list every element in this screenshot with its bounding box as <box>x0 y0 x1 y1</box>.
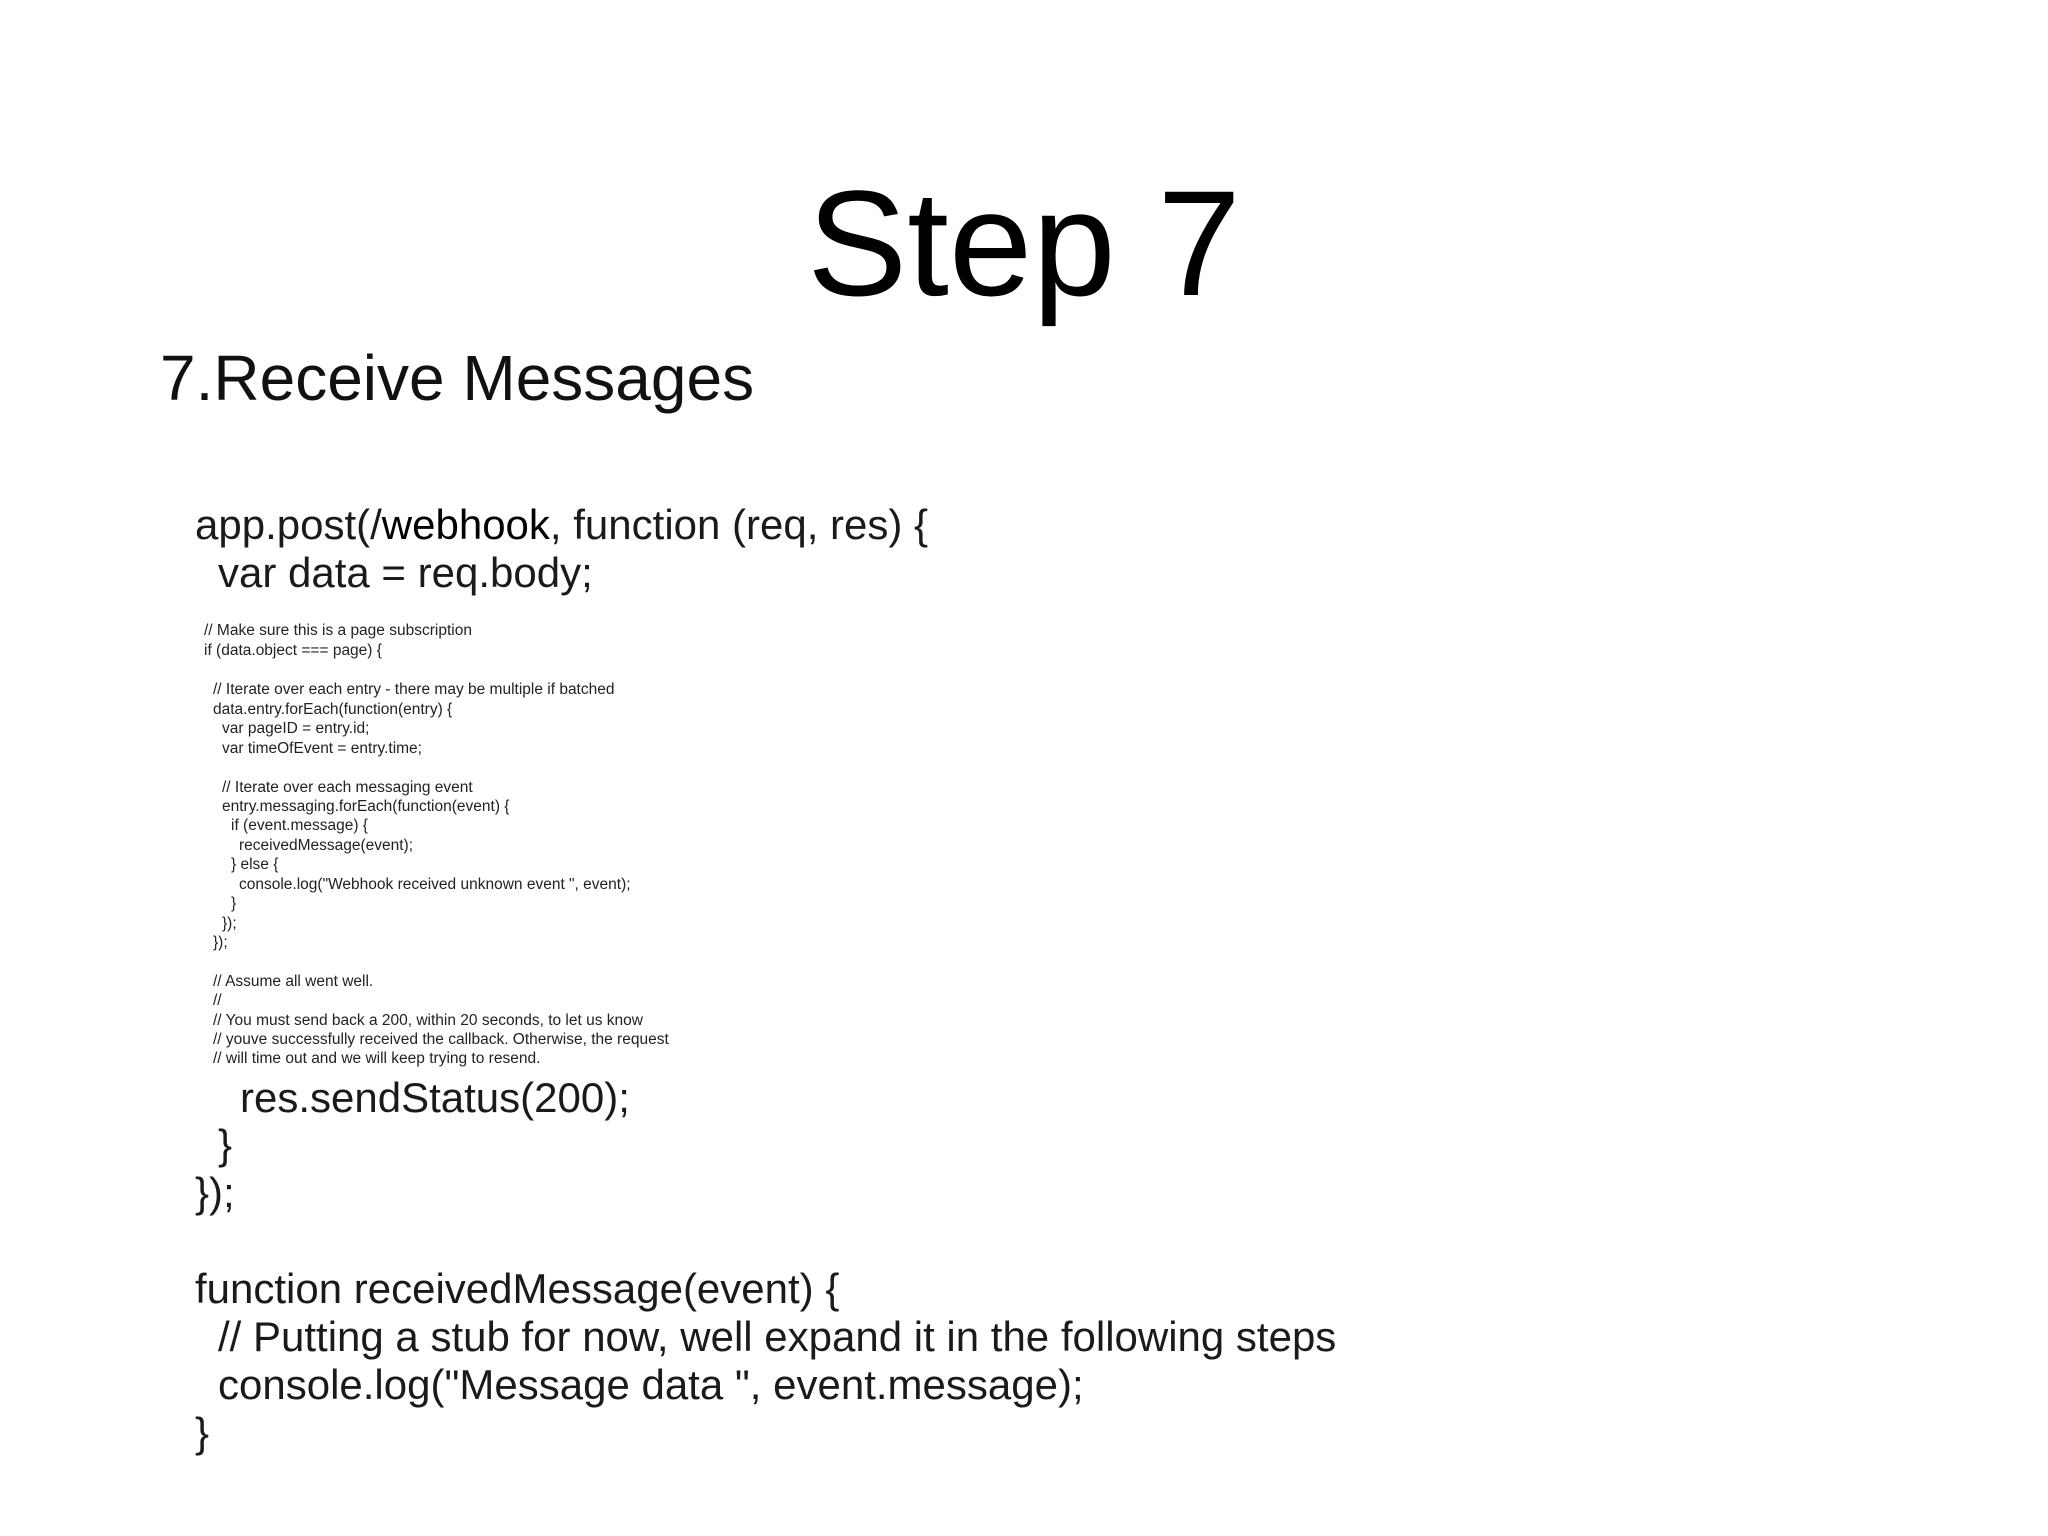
code-line-send-status: res.sendStatus(200); <box>240 1074 630 1121</box>
code-small-line: if (event.message) { <box>231 817 368 834</box>
code-small-line: }); <box>222 915 237 932</box>
code-line-var-data: var data = req.body; <box>218 549 593 596</box>
slide-title: Step 7 <box>807 159 1241 327</box>
code-small-line: var pageID = entry.id; <box>222 720 370 737</box>
code-line-func-comment: // Putting a stub for now, well expand i… <box>218 1313 1337 1360</box>
code-small-line: receivedMessage(event); <box>239 837 414 854</box>
code-small-line: } else { <box>231 856 279 873</box>
code-small-line: // youve successfully received the callb… <box>213 1031 669 1048</box>
code-small-line: }); <box>213 934 228 951</box>
code-small-line: // You must send back a 200, within 20 s… <box>213 1012 643 1029</box>
code-small-line: if (data.object === page) { <box>204 642 382 659</box>
code-small-line: // Iterate over each entry - there may b… <box>213 681 615 698</box>
code-small-line: // Iterate over each messaging event <box>222 779 473 796</box>
code-line-func-close: } <box>195 1409 210 1456</box>
code-line-func-open: function receivedMessage(event) { <box>195 1265 840 1312</box>
code-small-line: } <box>231 895 237 912</box>
code-small-line: entry.messaging.forEach(function(event) … <box>222 798 510 815</box>
code-small-line: var timeOfEvent = entry.time; <box>222 740 422 757</box>
code-small-line: data.entry.forEach(function(entry) { <box>213 701 453 718</box>
code-line-close-brace: } <box>218 1121 233 1168</box>
code-webhook-path: webhook <box>381 501 550 548</box>
code-line-close-post: }); <box>195 1169 235 1216</box>
code-small-line: // will time out and we will keep trying… <box>213 1050 541 1067</box>
code-line-post: app.post(/webhook, function (req, res) { <box>195 504 928 546</box>
code-small-line: // Assume all went well. <box>213 973 374 990</box>
code-small-line: // <box>213 992 222 1009</box>
code-small-line: // Make sure this is a page subscription <box>204 622 472 639</box>
code-small-line: console.log("Webhook received unknown ev… <box>239 876 631 893</box>
code-post-prefix: app.post(/ <box>195 501 382 548</box>
slide-subtitle: 7.Receive Messages <box>160 342 755 414</box>
code-post-suffix: , function (req, res) { <box>549 501 929 548</box>
code-line-func-log: console.log("Message data ", event.messa… <box>218 1361 1084 1408</box>
